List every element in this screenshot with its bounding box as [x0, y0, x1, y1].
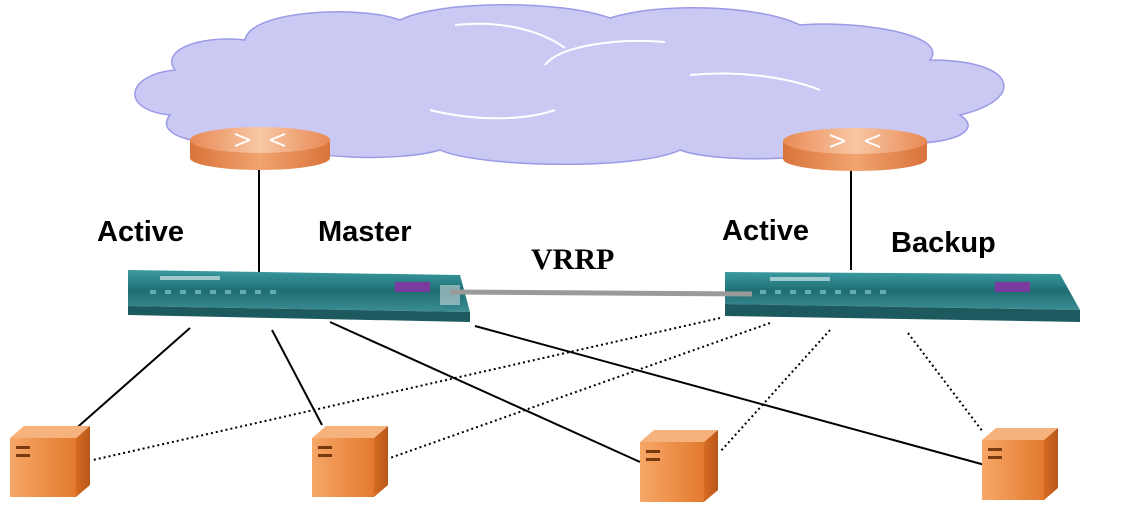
server-1 [10, 426, 90, 497]
switch-backup [725, 272, 1080, 322]
vrrp-label: VRRP [531, 243, 614, 276]
right-role-label: Backup [891, 227, 996, 259]
server-3 [640, 430, 718, 502]
left-role-label: Master [318, 216, 412, 248]
backup-links [92, 317, 984, 461]
master-links [71, 321, 986, 466]
left-state-label: Active [97, 216, 184, 248]
server-2 [312, 426, 388, 497]
right-state-label: Active [722, 215, 809, 247]
switch-master [128, 270, 470, 322]
router-left [190, 127, 330, 170]
server-4 [982, 428, 1058, 500]
vrrp-link [449, 289, 753, 297]
router-right [783, 128, 927, 171]
